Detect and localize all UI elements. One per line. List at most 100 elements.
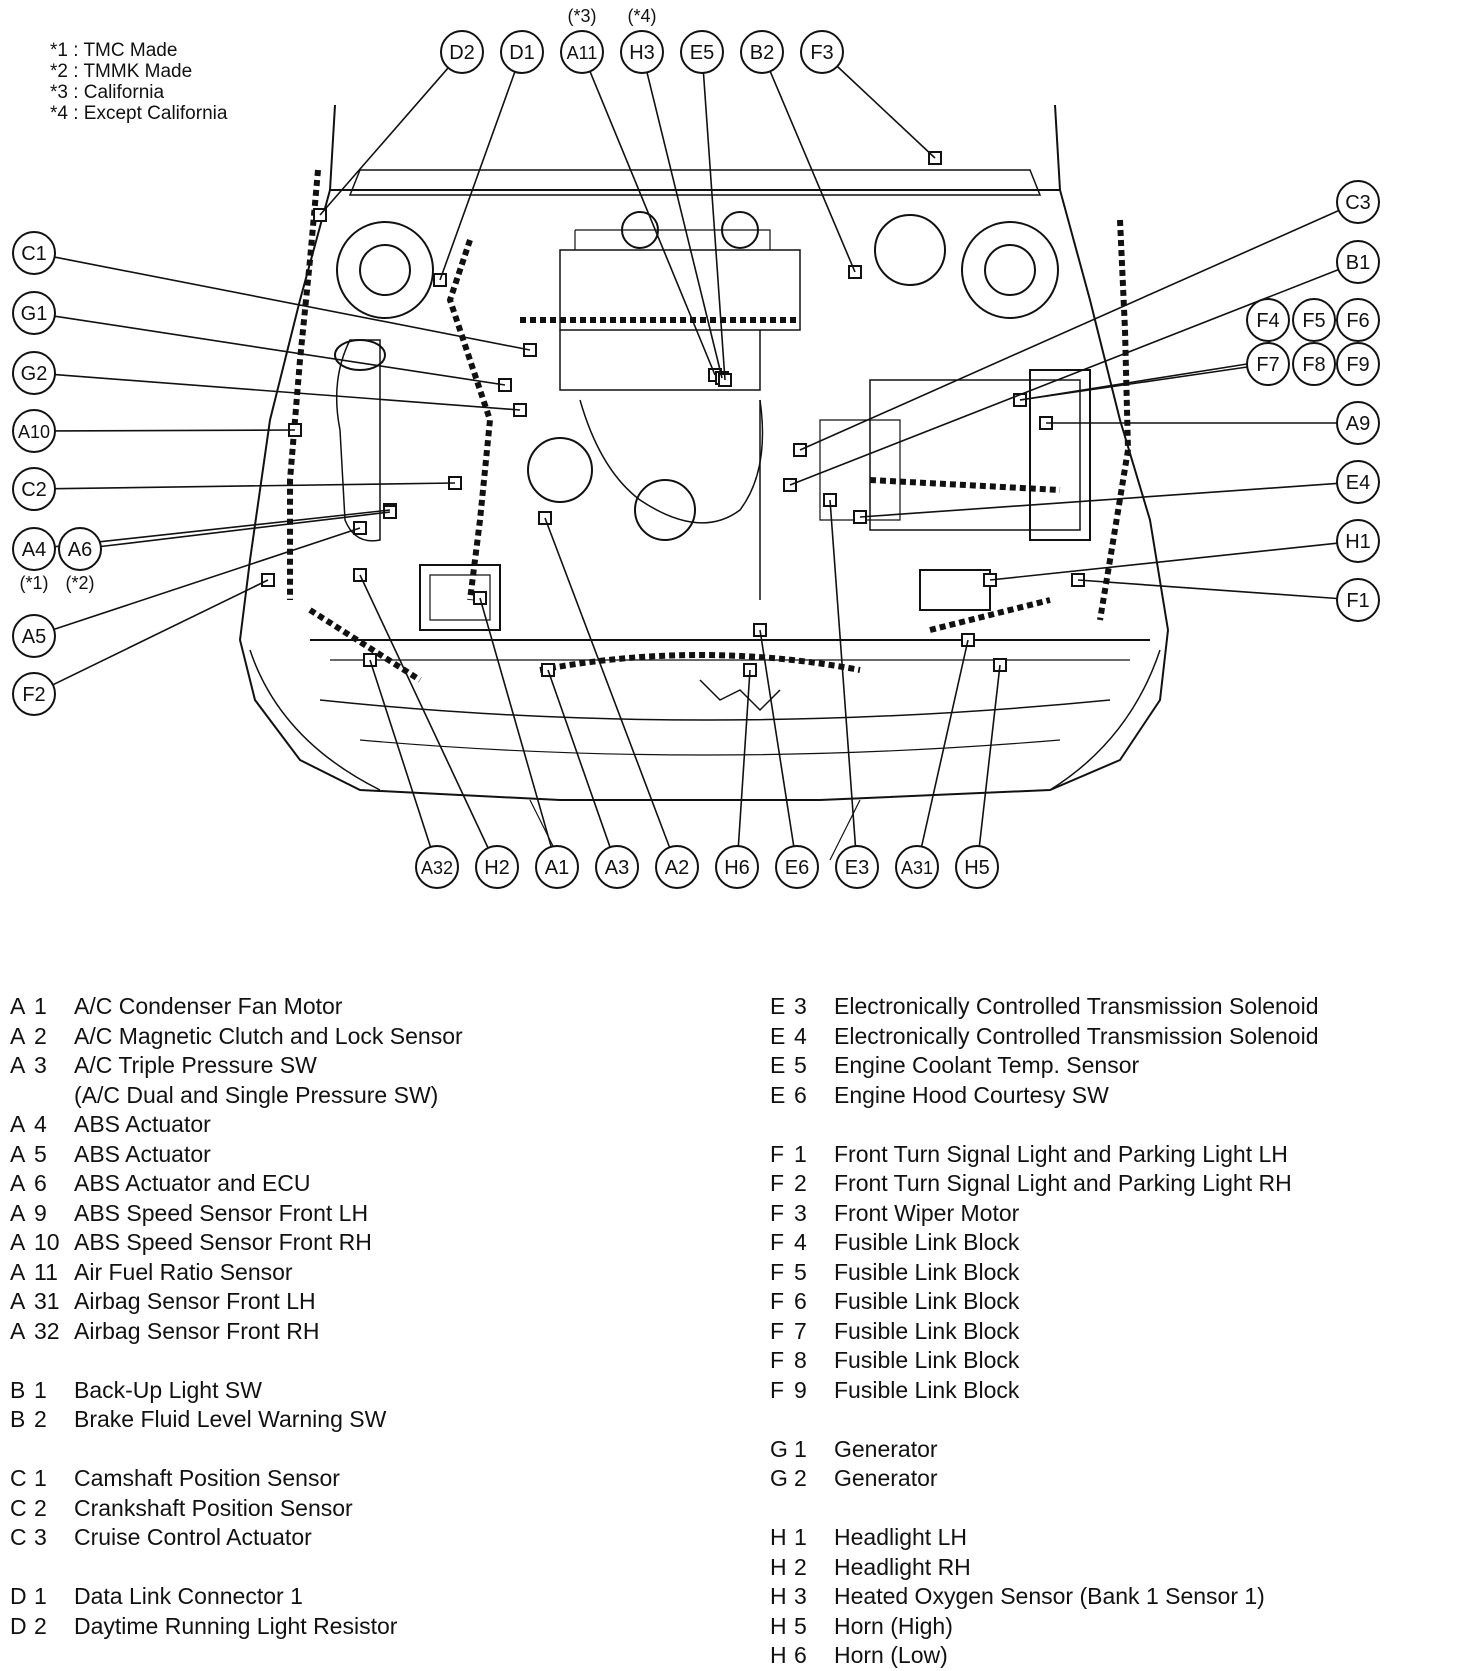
callout-label: F1	[1346, 590, 1369, 612]
legend-text: ABS Actuator and ECU	[74, 1170, 311, 1196]
leader-line	[759, 629, 795, 847]
legend-letter: A	[10, 1052, 26, 1078]
legend-text: Front Turn Signal Light and Parking Ligh…	[834, 1140, 1288, 1167]
callout-circle	[1246, 342, 1290, 386]
callout-label: A2	[665, 857, 689, 879]
callout-label: F8	[1302, 354, 1325, 376]
callout-circle	[1336, 578, 1380, 622]
legend-letter: A	[10, 1111, 26, 1137]
callout-circle	[835, 845, 879, 889]
leader-line	[54, 315, 506, 386]
legend-text: Horn (High)	[834, 1612, 953, 1639]
leader-line	[702, 72, 726, 381]
legend-letter: A	[10, 1258, 26, 1285]
legend-row: (A/C Dual and Single Pressure SW)	[10, 1081, 463, 1111]
legend-letter: E	[770, 1081, 786, 1108]
legend-text: ABS Actuator	[74, 1140, 211, 1167]
leader-line	[479, 597, 552, 848]
legend-number: 6	[794, 1642, 807, 1668]
callout-circle	[800, 30, 844, 74]
callout-label: C3	[1345, 192, 1371, 214]
leader-line	[1077, 579, 1338, 600]
callout-label: E6	[785, 857, 809, 879]
callout-label: A4	[22, 539, 46, 561]
legend-number: 2	[34, 1022, 47, 1049]
leader-line	[54, 482, 456, 490]
legend-number: 1	[34, 993, 47, 1019]
callout-circle	[12, 231, 56, 275]
callout-circle	[655, 845, 699, 889]
callout-circle	[1336, 401, 1380, 445]
footnote-2: *2 : TMMK Made	[50, 61, 193, 82]
legend-number: 31	[34, 1288, 60, 1314]
callout-label: H3	[629, 42, 655, 64]
legend-letter: E	[770, 1022, 786, 1049]
legend-number: 5	[794, 1052, 807, 1078]
legend-number: 9	[34, 1199, 47, 1226]
legend-letter: B	[10, 1376, 26, 1403]
legend-number: 6	[794, 1081, 807, 1108]
callout-circle	[955, 845, 999, 889]
legend-number: 10	[34, 1229, 60, 1255]
footnote-4: *4 : Except California	[50, 103, 228, 124]
callout-circle	[1336, 342, 1380, 386]
callout-circle	[1336, 240, 1380, 284]
leader-line	[589, 71, 716, 376]
legend-letter: E	[770, 1052, 786, 1078]
legend-text: Headlight LH	[834, 1524, 967, 1550]
callout-label: F7	[1256, 354, 1279, 376]
footnote-3: *3 : California	[50, 82, 165, 103]
legend-text: ABS Actuator	[74, 1111, 211, 1137]
legend-gap	[10, 1346, 463, 1376]
leader-line	[789, 268, 1339, 486]
leader-line	[737, 669, 751, 847]
legend-number: 9	[794, 1376, 807, 1403]
leader-line	[439, 71, 516, 281]
legend-number: 5	[794, 1612, 807, 1639]
legend-text: Airbag Sensor Front RH	[74, 1317, 320, 1344]
leader-line	[369, 659, 432, 848]
legend-number: 1	[34, 1583, 47, 1609]
callout-circle	[12, 409, 56, 453]
legend-text: Headlight RH	[834, 1553, 971, 1580]
legend-text: A/C Magnetic Clutch and Lock Sensor	[74, 1022, 463, 1049]
callout-label: B1	[1346, 252, 1370, 274]
callout-label: E5	[690, 42, 714, 64]
leader-line	[1019, 363, 1248, 401]
callout-circle	[475, 845, 519, 889]
callout-label: A32	[421, 858, 453, 878]
callout-note: (*3)	[567, 6, 596, 26]
legend-gap	[10, 1553, 463, 1583]
legend-text: A/C Condenser Fan Motor	[74, 993, 343, 1019]
callout-circle	[12, 527, 56, 571]
legend-letter: E	[770, 993, 786, 1019]
legend-gap	[770, 1110, 1319, 1140]
legend-number: 6	[794, 1288, 807, 1314]
leader-line	[319, 67, 449, 216]
legend-number: 1	[794, 1435, 807, 1462]
